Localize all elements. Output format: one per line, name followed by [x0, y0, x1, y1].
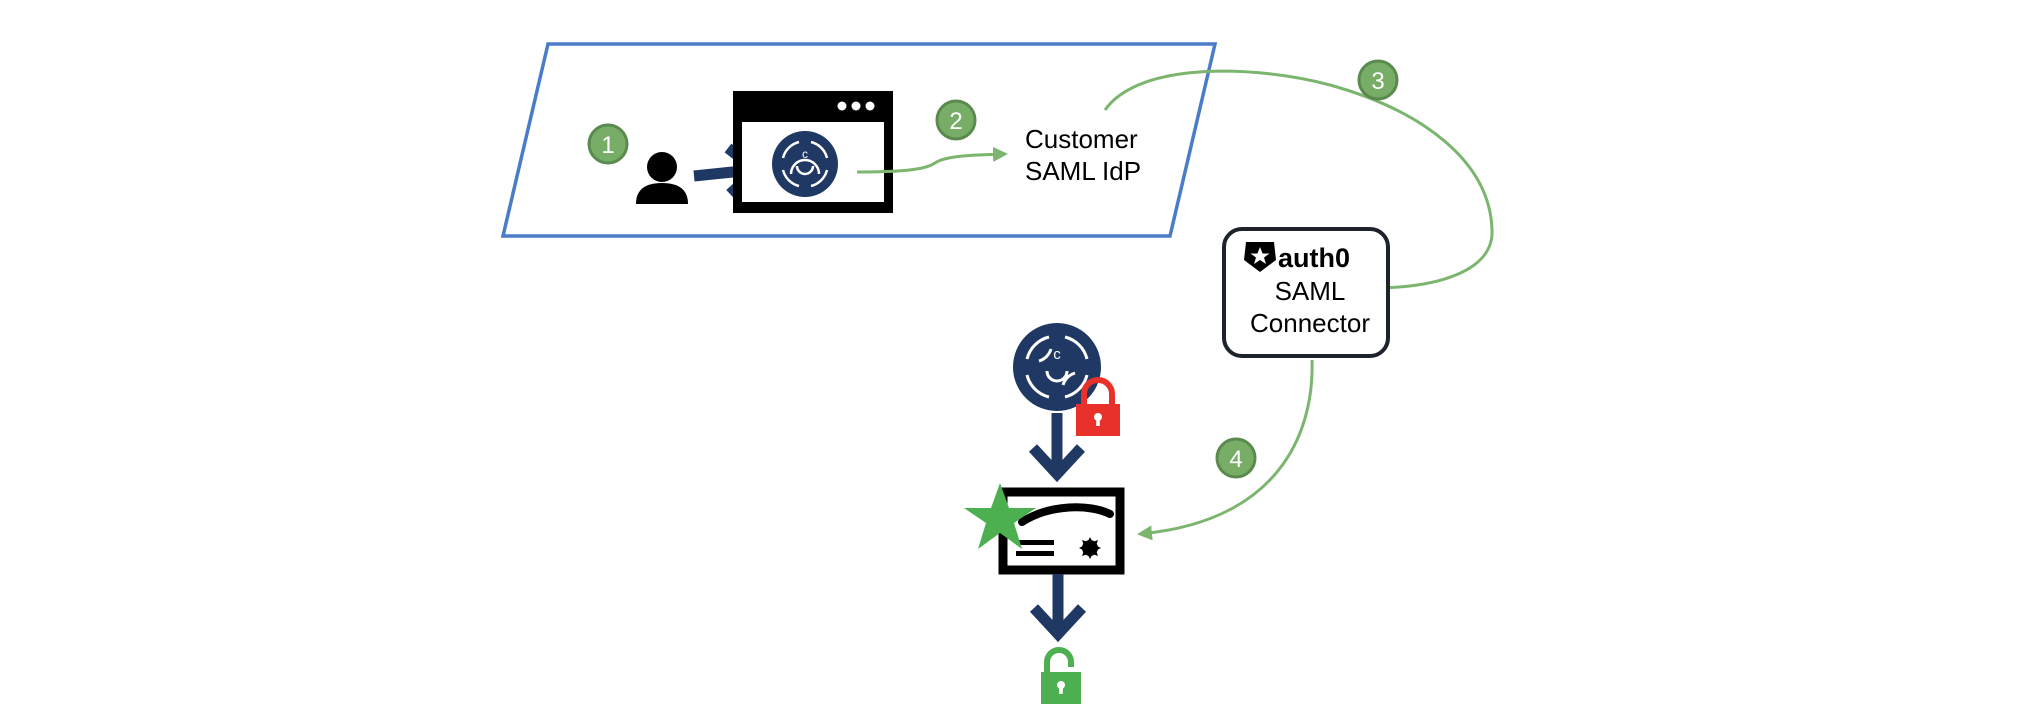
auth0-saml-connector-node: auth0 SAML Connector [1222, 227, 1390, 358]
auth0-shield-icon [1244, 242, 1276, 272]
window-dot [837, 101, 847, 111]
auth0-brand-text: auth0 [1278, 243, 1350, 273]
step-number: 3 [1371, 68, 1384, 95]
flow-arrow-step-3 [1103, 69, 1494, 296]
step-badge-3: 3 [1357, 59, 1399, 101]
arrow-down-to-unlocked [1029, 574, 1087, 643]
padlock-locked-icon [1076, 377, 1120, 436]
app-logo-icon: c [1013, 323, 1101, 411]
svg-text:c: c [1053, 346, 1061, 363]
arrow-down-to-certificate [1028, 413, 1086, 483]
connector-label-line1: SAML [1275, 276, 1346, 306]
app-logo-icon: c [772, 131, 838, 197]
customer-network-boundary [500, 42, 1218, 238]
idp-label-line2: SAML IdP [1025, 156, 1141, 186]
window-dot [865, 101, 875, 111]
svg-text:c: c [802, 147, 808, 161]
flow-arrow-step-2 [856, 146, 1008, 174]
certificate-icon [998, 487, 1125, 575]
idp-label-line1: Customer [1025, 124, 1138, 154]
step-badge-4: 4 [1215, 437, 1257, 479]
flow-arrow-step-4 [1137, 359, 1314, 541]
step-number: 4 [1229, 446, 1242, 473]
step-badge-1: 1 [587, 123, 629, 165]
padlock-unlocked-icon [1041, 647, 1081, 704]
window-dot [851, 101, 861, 111]
seal-icon [1079, 537, 1101, 559]
user-icon [636, 152, 688, 204]
step-number: 2 [949, 108, 962, 135]
step-number: 1 [601, 132, 614, 159]
step-badge-2: 2 [935, 99, 977, 141]
star-icon [964, 483, 1036, 549]
connector-label-line2: Connector [1250, 308, 1370, 338]
